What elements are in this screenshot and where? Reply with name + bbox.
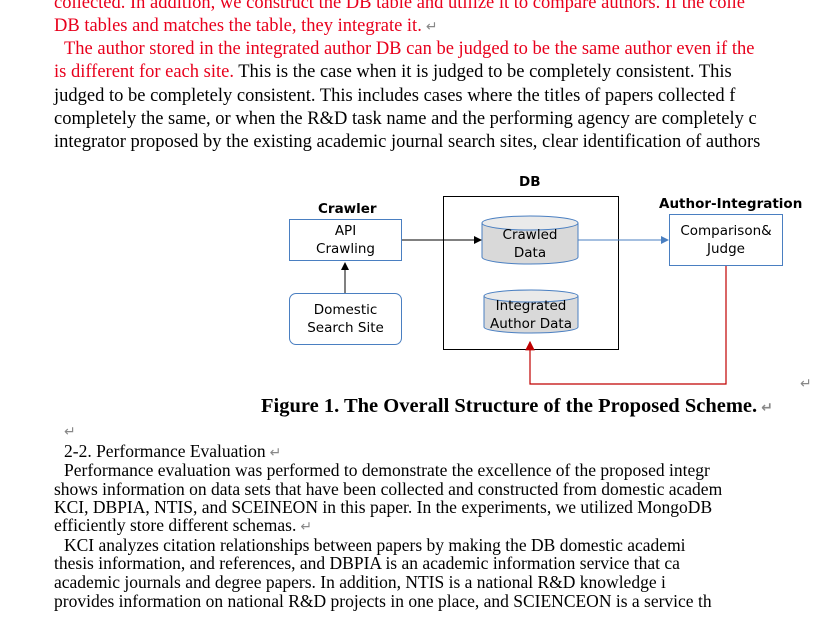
- section-p1-line-3: KCI, DBPIA, NTIS, and SCEINEON in this p…: [54, 497, 713, 517]
- comparison-judge-box: Comparison&Judge: [669, 214, 783, 266]
- arrow-feedback-to-author-db: [525, 266, 727, 385]
- author-integration-label: Author-Integration: [659, 196, 803, 212]
- paragraph-mark-icon: ↵: [800, 376, 812, 392]
- section-p1-line-2: shows information on data sets that have…: [54, 479, 723, 499]
- para-top-line-4: is different for each site. This is the …: [54, 62, 732, 82]
- db-label: DB: [519, 174, 541, 190]
- section-p2-line-1: KCI analyzes citation relationships betw…: [64, 535, 686, 555]
- paragraph-mark-icon: ↵: [300, 519, 313, 535]
- section-p1-line-1: Performance evaluation was performed to …: [64, 460, 710, 480]
- para-top-line-5: judged to be completely consistent. This…: [54, 86, 736, 106]
- section-heading: 2-2. Performance Evaluation↵: [64, 441, 282, 461]
- crawled-data-cylinder: [481, 215, 579, 265]
- para-top-line-7: integrator proposed by the existing acad…: [54, 132, 761, 152]
- para-top-line-2: DB tables and matches the table, they in…: [54, 16, 438, 36]
- paragraph-mark-icon: ↵: [425, 19, 438, 35]
- para-top-line-3: The author stored in the integrated auth…: [64, 39, 755, 59]
- section-p2-line-3: academic journals and degree papers. In …: [54, 572, 666, 592]
- crawler-label: Crawler: [318, 201, 377, 217]
- paragraph-mark-icon: ↵: [269, 445, 282, 461]
- para-top-line-1: collected. In addition, we construct the…: [54, 0, 745, 13]
- paragraph-mark-icon: ↵: [761, 400, 773, 416]
- section-p1-line-4: efficiently store different schemas.↵: [54, 515, 313, 535]
- section-p2-line-2: thesis information, and references, and …: [54, 553, 680, 573]
- integrated-author-data-cylinder: [483, 289, 579, 334]
- figure-caption: Figure 1. The Overall Structure of the P…: [261, 395, 773, 417]
- para-top-line-6: completely the same, or when the R&D tas…: [54, 109, 757, 129]
- section-p2-line-4: provides information on national R&D pro…: [54, 591, 712, 611]
- paragraph-mark-icon: ↵: [64, 424, 76, 440]
